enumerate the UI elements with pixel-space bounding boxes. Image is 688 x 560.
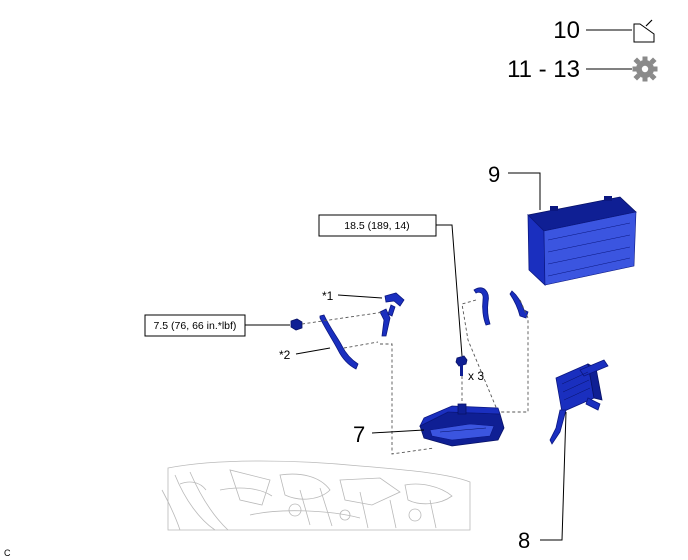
hold-down-hook-rod [319, 314, 359, 370]
battery [527, 196, 637, 286]
leader-battery [508, 172, 541, 210]
oil-can-icon [633, 19, 655, 43]
tray-bolt [455, 355, 468, 376]
leader-star2 [295, 347, 331, 355]
callout-ecu-bracket: 8 [518, 528, 530, 553]
battery-clamp-rods [473, 287, 529, 326]
corner-mark: C [4, 548, 11, 558]
bolt-quantity: x 3 [468, 369, 484, 383]
callout-battery: 9 [488, 162, 500, 187]
torque-tray-bolt: 18.5 (189, 14) [344, 220, 409, 232]
battery-tray [419, 403, 505, 447]
leader-ecu-bracket [540, 411, 567, 541]
callout-tray: 7 [353, 422, 365, 447]
clamp-nut [290, 318, 303, 331]
hold-down-clamp [379, 292, 405, 337]
label-star2: *2 [279, 348, 291, 362]
leader-tray-bolt [436, 224, 463, 357]
leader-star1 [337, 294, 383, 299]
label-star1: *1 [322, 289, 334, 303]
legend-label-10: 10 [553, 17, 580, 44]
torque-clamp-nut: 7.5 (76, 66 in.*lbf) [154, 320, 237, 332]
ecu-bracket [549, 359, 609, 445]
leader-tray [371, 429, 425, 434]
gear-icon [632, 56, 658, 82]
engine-bay-ghost [161, 460, 471, 531]
legend: 10 11 - 13 [507, 17, 658, 83]
legend-label-11-13: 11 - 13 [507, 56, 580, 83]
assembly-guide-lines [301, 299, 529, 455]
